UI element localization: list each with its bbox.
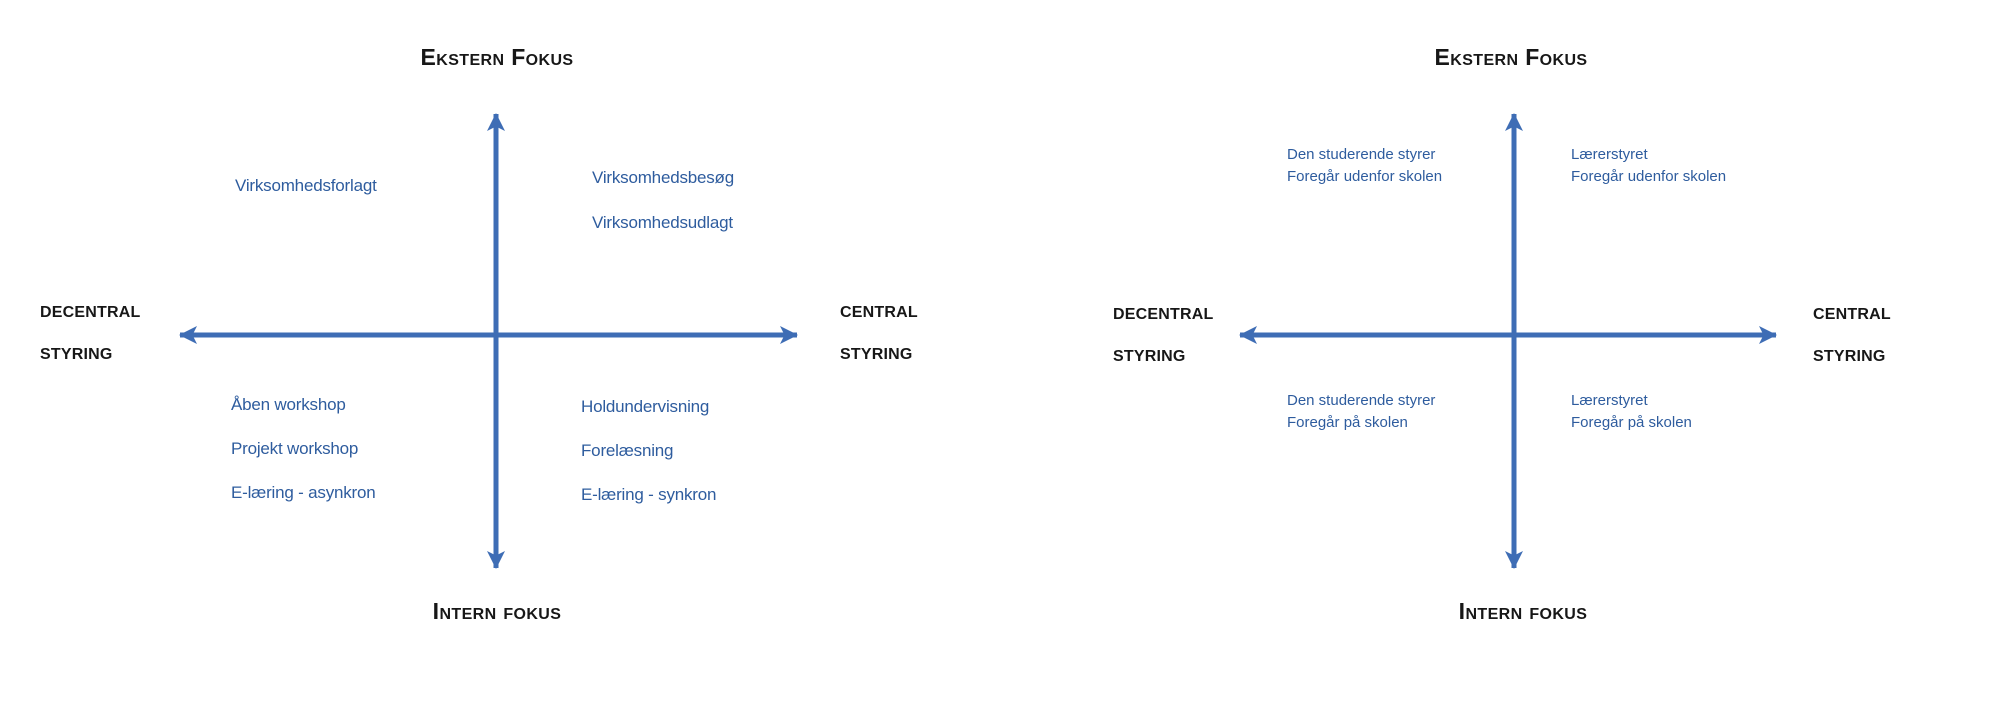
right-axis-title-bottom: Intern fokus	[1458, 598, 1588, 624]
left-axis-title-top: Ekstern Fokus	[420, 44, 574, 70]
right-axis-title-top: Ekstern Fokus	[1434, 44, 1588, 70]
quadrant-label-block: Den studerende styrer Foregår på skolen	[1287, 390, 1435, 434]
quadrant-label-line: Foregår på skolen	[1287, 414, 1408, 431]
axis-label-line: STYRING	[1813, 348, 1886, 365]
quadrant-label: Holdundervisning	[581, 397, 710, 416]
axis-label-line: CENTRAL	[840, 304, 918, 321]
right-axis-label-central: CENTRAL STYRING	[1813, 294, 1891, 378]
axis-label-line: CENTRAL	[1813, 306, 1891, 323]
quadrant-label-block: Lærerstyret Foregår udenfor skolen	[1571, 144, 1726, 188]
quadrant-label-line: Foregår udenfor skolen	[1287, 168, 1443, 185]
quadrant-label-block: Lærerstyret Foregår på skolen	[1571, 390, 1692, 434]
axis-label-line: DECENTRAL	[1113, 306, 1214, 323]
quadrant-label: Projekt workshop	[231, 439, 359, 458]
axis-label-line: DECENTRAL	[40, 304, 141, 321]
quadrant-label-line: Foregår udenfor skolen	[1571, 168, 1727, 185]
quadrant-label: Forelæsning	[581, 441, 674, 460]
right-axis-label-decentral: DECENTRAL STYRING	[1113, 294, 1213, 378]
quadrant-label-line: Lærerstyret	[1571, 146, 1648, 163]
quadrant-label: Virksomhedsforlagt	[235, 176, 377, 195]
left-axis-label-central: CENTRAL STYRING	[840, 292, 918, 376]
quadrant-label-line: Den studerende styrer	[1287, 146, 1436, 163]
right-diagram-axes	[1239, 113, 1777, 569]
axis-label-line: STYRING	[840, 346, 913, 363]
left-diagram-axes	[179, 113, 798, 569]
left-axis-label-decentral: DECENTRAL STYRING	[40, 292, 140, 376]
quadrant-label: Virksomhedsbesøg	[592, 168, 734, 187]
quadrant-label-line: Den studerende styrer	[1287, 392, 1436, 409]
axis-label-line: STYRING	[40, 346, 113, 363]
quadrant-label: E-læring - synkron	[581, 485, 717, 504]
quadrant-label: Åben workshop	[231, 395, 346, 414]
quadrant-label: Virksomhedsudlagt	[592, 213, 733, 232]
quadrant-label-block: Den studerende styrer Foregår udenfor sk…	[1287, 144, 1442, 188]
quadrant-label: E-læring - asynkron	[231, 483, 376, 502]
quadrant-label-line: Lærerstyret	[1571, 392, 1648, 409]
quadrant-label-line: Foregår på skolen	[1571, 414, 1692, 431]
axis-label-line: STYRING	[1113, 348, 1186, 365]
left-axis-title-bottom: Intern fokus	[432, 598, 562, 624]
